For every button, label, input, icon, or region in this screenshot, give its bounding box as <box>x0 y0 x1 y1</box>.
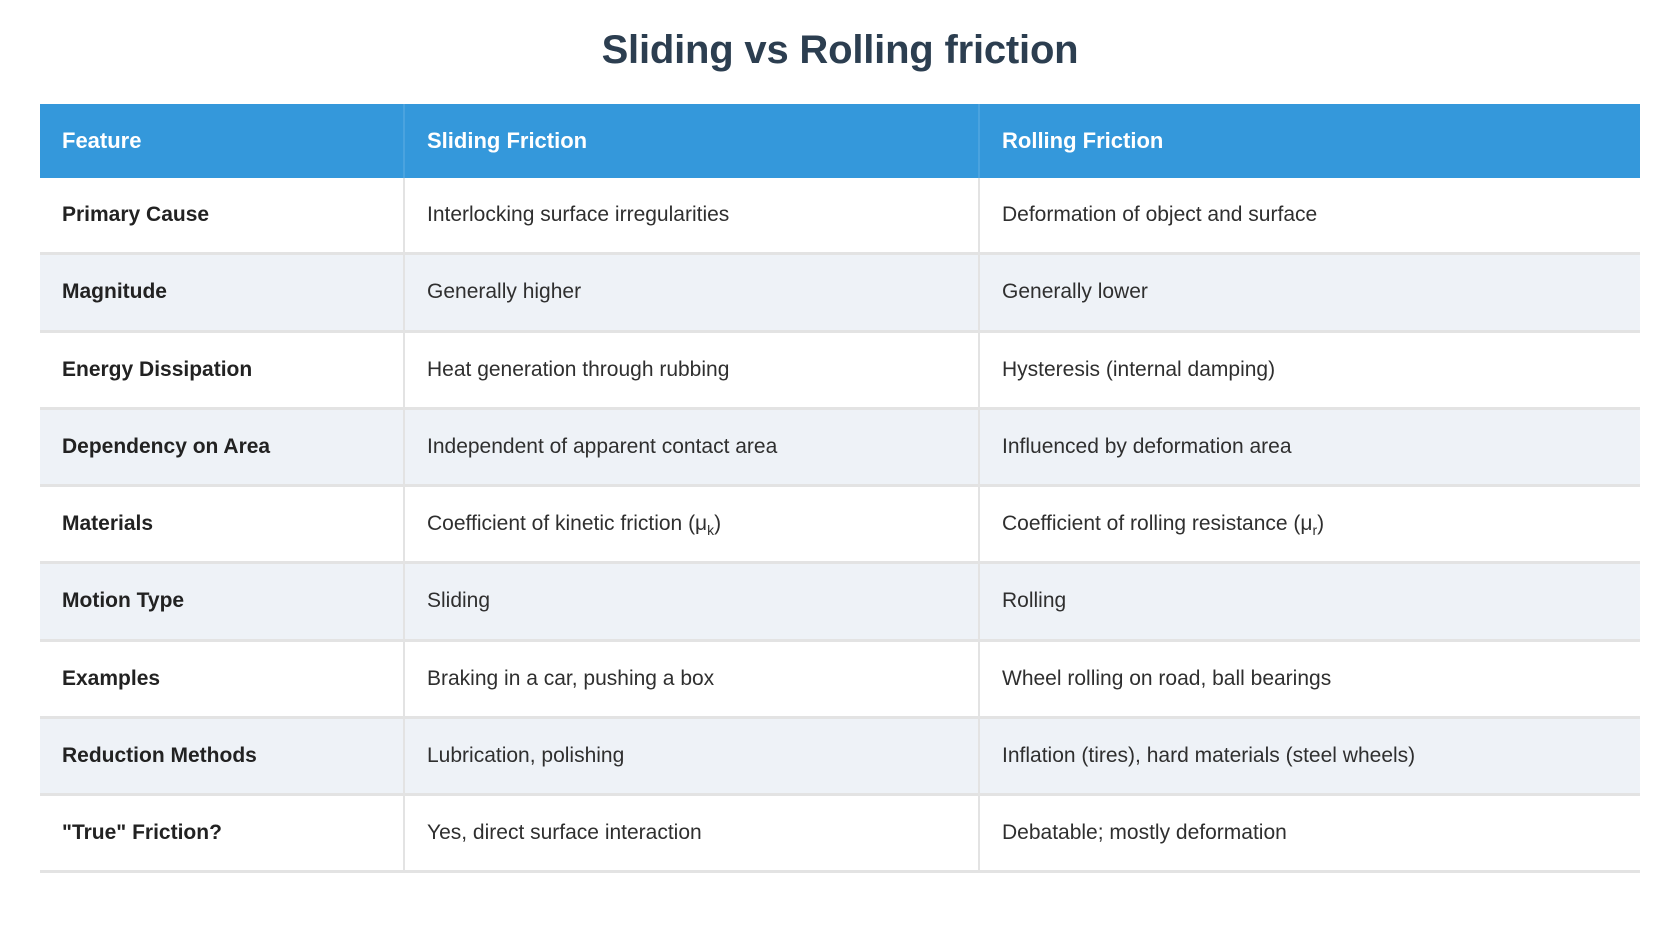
column-header-rolling-friction: Rolling Friction <box>980 104 1640 178</box>
cell-feature: Reduction Methods <box>40 718 405 796</box>
cell-feature: Energy Dissipation <box>40 332 405 410</box>
cell-sliding: Yes, direct surface interaction <box>405 796 980 874</box>
cell-rolling: Wheel rolling on road, ball bearings <box>980 641 1640 719</box>
cell-text-subscript: r <box>1312 522 1318 539</box>
cell-sliding: Heat generation through rubbing <box>405 332 980 410</box>
cell-text-suffix: ) <box>714 512 722 535</box>
cell-rolling: Inflation (tires), hard materials (steel… <box>980 718 1640 796</box>
cell-text-prefix: Coefficient of rolling resistance (μ <box>1002 512 1313 535</box>
comparison-table-container: Feature Sliding Friction Rolling Frictio… <box>40 74 1640 874</box>
cell-sliding: Generally higher <box>405 255 980 333</box>
cell-feature: Motion Type <box>40 564 405 642</box>
cell-feature: Primary Cause <box>40 178 405 256</box>
table-row: "True" Friction?Yes, direct surface inte… <box>40 796 1640 874</box>
column-header-feature: Feature <box>40 104 405 178</box>
cell-rolling: Influenced by deformation area <box>980 409 1640 487</box>
cell-text-prefix: Coefficient of kinetic friction (μ <box>427 512 708 535</box>
cell-sliding: Lubrication, polishing <box>405 718 980 796</box>
cell-feature: Examples <box>40 641 405 719</box>
cell-feature: Materials <box>40 487 405 565</box>
cell-feature: Magnitude <box>40 255 405 333</box>
cell-feature: Dependency on Area <box>40 409 405 487</box>
cell-rolling: Debatable; mostly deformation <box>980 796 1640 874</box>
cell-sliding: Interlocking surface irregularities <box>405 178 980 256</box>
column-header-sliding-friction: Sliding Friction <box>405 104 980 178</box>
cell-sliding: Independent of apparent contact area <box>405 409 980 487</box>
cell-text-suffix: ) <box>1317 512 1325 535</box>
cell-rolling: Deformation of object and surface <box>980 178 1640 256</box>
comparison-table: Feature Sliding Friction Rolling Frictio… <box>40 104 1640 874</box>
cell-text-subscript: k <box>707 522 715 539</box>
cell-sliding: Sliding <box>405 564 980 642</box>
cell-rolling: Rolling <box>980 564 1640 642</box>
cell-rolling: Generally lower <box>980 255 1640 333</box>
page-title: Sliding vs Rolling friction <box>601 28 1079 72</box>
cell-rolling: Coefficient of rolling resistance (μr) <box>980 487 1640 565</box>
cell-sliding: Braking in a car, pushing a box <box>405 641 980 719</box>
cell-feature: "True" Friction? <box>40 796 405 874</box>
table-header: Feature Sliding Friction Rolling Frictio… <box>40 104 1640 178</box>
cell-sliding: Coefficient of kinetic friction (μk) <box>405 487 980 565</box>
cell-rolling: Hysteresis (internal damping) <box>980 332 1640 410</box>
table-header-row: Feature Sliding Friction Rolling Frictio… <box>40 104 1640 178</box>
